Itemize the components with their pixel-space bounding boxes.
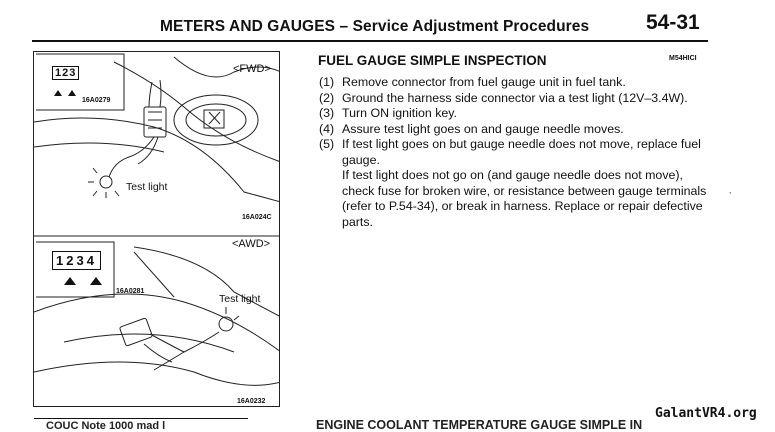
page-number: 54-31	[646, 11, 700, 34]
fwd-connector-code: 16A0279	[82, 97, 111, 104]
header-rule	[32, 40, 708, 42]
fwd-test-light-label: Test light	[126, 181, 168, 193]
awd-label: <AWD>	[232, 238, 271, 250]
procedure-step: (3) Turn ON ignition key.	[319, 106, 709, 122]
fwd-pin-1: 1	[55, 67, 63, 79]
next-section-title-cut: ENGINE COOLANT TEMPERATURE GAUGE SIMPLE …	[316, 418, 643, 432]
step-number: (2)	[319, 90, 335, 105]
step-text: Turn ON ignition key.	[342, 106, 457, 120]
procedure-step: (4) Assure test light goes on and gauge …	[319, 122, 709, 138]
section-code: M54HICI	[669, 55, 697, 62]
stray-mark: ,	[729, 186, 732, 195]
step-number: (4)	[319, 121, 335, 136]
fwd-figure-code: 16A024C	[242, 214, 272, 221]
step-text: Assure test light goes on and gauge need…	[342, 121, 624, 136]
procedure-step: (2) Ground the harness side connector vi…	[319, 91, 709, 107]
cut-off-footer-text: COUC Note 1000 mad l	[46, 420, 166, 432]
procedure-step: (1) Remove connector from fuel gauge uni…	[319, 75, 709, 91]
awd-connector-code: 16A0281	[116, 288, 145, 295]
illustration-drawing	[34, 53, 279, 386]
watermark: GalantVR4.org	[655, 406, 757, 421]
fwd-pin-2: 2	[62, 67, 70, 79]
step-number: (3)	[319, 106, 335, 120]
awd-connector-pins: 1234	[52, 251, 101, 270]
inspection-illustration: 123 16A0279 <FWD> Test light 16A024C <AW…	[33, 51, 280, 407]
fwd-label: <FWD>	[233, 63, 271, 75]
fwd-pin-3: 3	[69, 67, 77, 79]
awd-pin-2: 2	[66, 253, 77, 268]
step-text: Remove connector from fuel gauge unit in…	[342, 75, 626, 89]
step-text: If test light goes on but gauge needle d…	[342, 137, 701, 167]
fwd-connector-pins: 123	[52, 66, 80, 80]
awd-pin-4: 4	[86, 253, 97, 268]
footer-rule	[34, 418, 248, 419]
awd-test-light-label: Test light	[219, 293, 261, 305]
step-text: Ground the harness side connector via a …	[342, 90, 688, 105]
awd-pin-3: 3	[76, 253, 87, 268]
awd-figure-code: 16A0232	[237, 398, 266, 405]
step-continuation: If test light does not go on (and gauge …	[342, 168, 707, 229]
section-title: FUEL GAUGE SIMPLE INSPECTION	[318, 53, 547, 68]
procedure-step: (5) If test light goes on but gauge need…	[319, 137, 709, 168]
step-number: (5)	[319, 137, 335, 151]
page-header-title: METERS AND GAUGES – Service Adjustment P…	[160, 18, 590, 35]
procedure-steps: (1) Remove connector from fuel gauge uni…	[319, 75, 709, 230]
awd-pin-1: 1	[56, 253, 67, 268]
step-number: (1)	[319, 75, 335, 89]
